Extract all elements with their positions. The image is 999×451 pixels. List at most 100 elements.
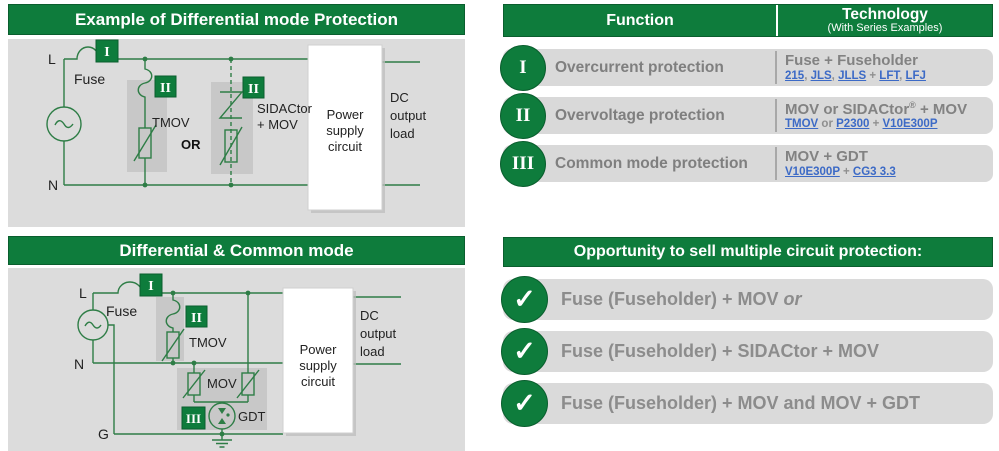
svg-text:output: output: [390, 108, 427, 123]
numeral-badge: I: [500, 44, 546, 91]
header-technology-sub: (With Series Examples): [827, 21, 943, 34]
circuit-wires: [77, 281, 401, 448]
svg-text:Power: Power: [300, 342, 338, 357]
badge-sidactor: II: [242, 76, 265, 99]
svg-text:supply: supply: [299, 358, 337, 373]
circuit-wires: [46, 46, 420, 188]
series-link[interactable]: JLS: [810, 69, 832, 82]
badge-overcurrent: I: [95, 39, 119, 63]
label-gdt: GDT: [238, 409, 266, 424]
technology-title: MOV + GDT: [785, 148, 868, 166]
ac-source-icon: [54, 120, 74, 129]
series-link[interactable]: V10E300P: [882, 118, 938, 131]
svg-text:load: load: [360, 344, 385, 359]
differential-mode-title: Example of Differential mode Protection: [8, 4, 465, 35]
svg-text:supply: supply: [326, 123, 364, 138]
series-links: TMOV or P2300 + V10E300P: [785, 118, 993, 131]
label-mov: MOV: [207, 376, 237, 391]
separator: or: [818, 118, 837, 131]
badge-tmov: II: [154, 75, 177, 98]
label-g: G: [98, 426, 109, 442]
technology-title: Fuse + Fuseholder: [785, 52, 918, 70]
label-tmov: TMOV: [152, 115, 190, 130]
common-mode-diagram: Power supply circuit I II III: [8, 268, 465, 451]
label-fuse: Fuse: [74, 71, 105, 87]
checkmark-icon: ✓: [501, 380, 548, 427]
function-technology-table: Function Technology (With Series Example…: [500, 4, 993, 187]
differential-mode-panel: Example of Differential mode Protection: [8, 4, 465, 227]
function-label: Common mode protection: [555, 154, 748, 172]
series-link[interactable]: P2300: [836, 118, 870, 131]
header-divider: [776, 5, 778, 36]
badge-gdt: III: [181, 406, 206, 430]
sidactor-symbol-icon: [218, 91, 244, 119]
checkmark-icon: ✓: [501, 276, 548, 323]
common-mode-title: Differential & Common mode: [8, 236, 465, 265]
label-fuse: Fuse: [106, 303, 137, 319]
label-dc-output-load: DC output load: [360, 308, 397, 359]
series-link[interactable]: V10E300P: [785, 165, 840, 178]
row-divider: [775, 99, 777, 132]
label-dc-output-load: DC output load: [390, 90, 427, 141]
separator: +: [869, 118, 883, 131]
header-technology: Technology (With Series Examples): [778, 5, 992, 36]
numeral-badge: III: [500, 140, 546, 187]
series-link[interactable]: LFJ: [905, 69, 926, 82]
separator: +: [839, 165, 853, 178]
opportunity-item: ✓ Fuse (Fuseholder) + SIDACtor + MOV: [501, 328, 993, 375]
svg-text:I: I: [148, 279, 153, 294]
label-tmov: TMOV: [189, 335, 227, 350]
technology-cell: Fuse + Fuseholder 215, JLS, JLLS + LFT, …: [773, 52, 993, 82]
label-n: N: [48, 177, 58, 193]
svg-text:Power: Power: [327, 107, 365, 122]
opportunity-text: Fuse (Fuseholder) + MOV and MOV + GDT: [561, 393, 921, 413]
ac-source-icon: [84, 321, 102, 329]
registered-mark: ®: [909, 99, 916, 110]
label-sidactor-mov: + MOV: [257, 117, 298, 132]
row-divider: [775, 51, 777, 84]
svg-text:DC: DC: [360, 308, 379, 323]
opportunity-item: ✓ Fuse (Fuseholder) + MOV and MOV + GDT: [501, 380, 993, 427]
badge-tmov: II: [185, 305, 208, 328]
series-link[interactable]: 215: [785, 69, 805, 82]
common-mode-circuit-svg: Power supply circuit I II III: [74, 273, 401, 448]
row-divider: [775, 147, 777, 180]
series-link[interactable]: CG3 3.3: [852, 165, 896, 178]
checkmark-icon: ✓: [501, 328, 548, 375]
label-sidactor: SIDACtor: [257, 101, 313, 116]
table-row: II Overvoltage protection MOV or SIDACto…: [500, 92, 993, 139]
label-or: OR: [181, 137, 201, 152]
svg-text:circuit: circuit: [328, 139, 362, 154]
opportunity-text: Fuse (Fuseholder) + SIDACtor + MOV: [561, 341, 880, 361]
power-supply-box: Power supply circuit: [307, 44, 385, 213]
label-n: N: [74, 356, 84, 372]
label-l: L: [48, 51, 56, 67]
opportunity-text: Fuse (Fuseholder) + MOV or: [561, 289, 802, 309]
series-links: 215, JLS, JLLS + LFT, LFJ: [785, 70, 993, 83]
series-link[interactable]: LFT: [879, 69, 900, 82]
opportunity-title: Opportunity to sell multiple circuit pro…: [503, 237, 993, 267]
series-link[interactable]: TMOV: [785, 118, 819, 131]
table-row: I Overcurrent protection Fuse + Fusehold…: [500, 44, 993, 91]
separator: ,: [899, 69, 906, 82]
svg-text:II: II: [160, 81, 171, 96]
opportunity-item: ✓ Fuse (Fuseholder) + MOV or: [501, 276, 993, 323]
technology-cell: MOV + GDT V10E300P + CG3 3.3: [773, 148, 993, 178]
differential-mode-diagram: Power supply circuit I II II: [8, 39, 465, 227]
power-supply-box: Power supply circuit: [282, 287, 356, 436]
differential-mode-circuit-svg: Power supply circuit I II II: [46, 39, 427, 213]
function-label: Overcurrent protection: [555, 58, 724, 76]
svg-text:DC: DC: [390, 90, 409, 105]
svg-text:I: I: [104, 45, 109, 60]
svg-text:III: III: [186, 411, 201, 426]
technology-cell: MOV or SIDACtor® + MOV TMOV or P2300 + V…: [773, 100, 993, 131]
table-row: III Common mode protection MOV + GDT V10…: [500, 140, 993, 187]
svg-text:load: load: [390, 126, 415, 141]
table-header: Function Technology (With Series Example…: [503, 4, 993, 37]
header-technology-title: Technology: [842, 5, 928, 23]
series-links: V10E300P + CG3 3.3: [785, 166, 993, 179]
separator: +: [866, 69, 880, 82]
technology-title: MOV or SIDACtor® + MOV: [785, 99, 968, 118]
series-link[interactable]: JLLS: [838, 69, 867, 82]
